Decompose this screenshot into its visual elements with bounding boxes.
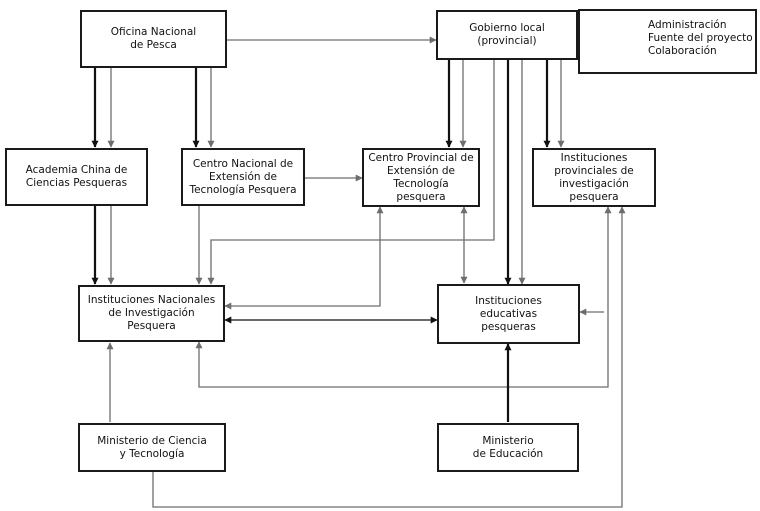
node-ministerio-ciencia: Ministerio de Ciencia y Tecnología	[78, 423, 226, 472]
link-instnac-instprov	[195, 206, 612, 388]
node-ministerio-educacion: Ministerio de Educación	[437, 423, 579, 472]
link-minciencia-instprov	[152, 206, 626, 508]
node-gobierno-local: Gobierno local (provincial)	[436, 10, 578, 60]
legend: Administración Fuente del proyecto Colab…	[578, 9, 757, 74]
legend-label-colaboracion: Colaboración	[648, 45, 717, 57]
node-centro-nacional: Centro Nacional de Extensión de Tecnolog…	[181, 148, 305, 206]
node-academia-china: Academia China de Ciencias Pesqueras	[5, 148, 148, 206]
link-centroprov-instnac	[224, 206, 384, 310]
legend-label-fuente: Fuente del proyecto	[648, 32, 753, 44]
node-oficina-nacional-pesca: Oficina Nacional de Pesca	[80, 10, 227, 68]
node-instituciones-nacionales: Instituciones Nacionales de Investigació…	[78, 285, 225, 342]
node-centro-provincial: Centro Provincial de Extensión de Tecnol…	[362, 148, 480, 207]
legend-label-administracion: Administración	[648, 19, 727, 31]
node-instituciones-educativas: Instituciones educativas pesqueras	[437, 284, 580, 344]
node-instituciones-provinciales: Instituciones provinciales de investigac…	[532, 148, 656, 207]
